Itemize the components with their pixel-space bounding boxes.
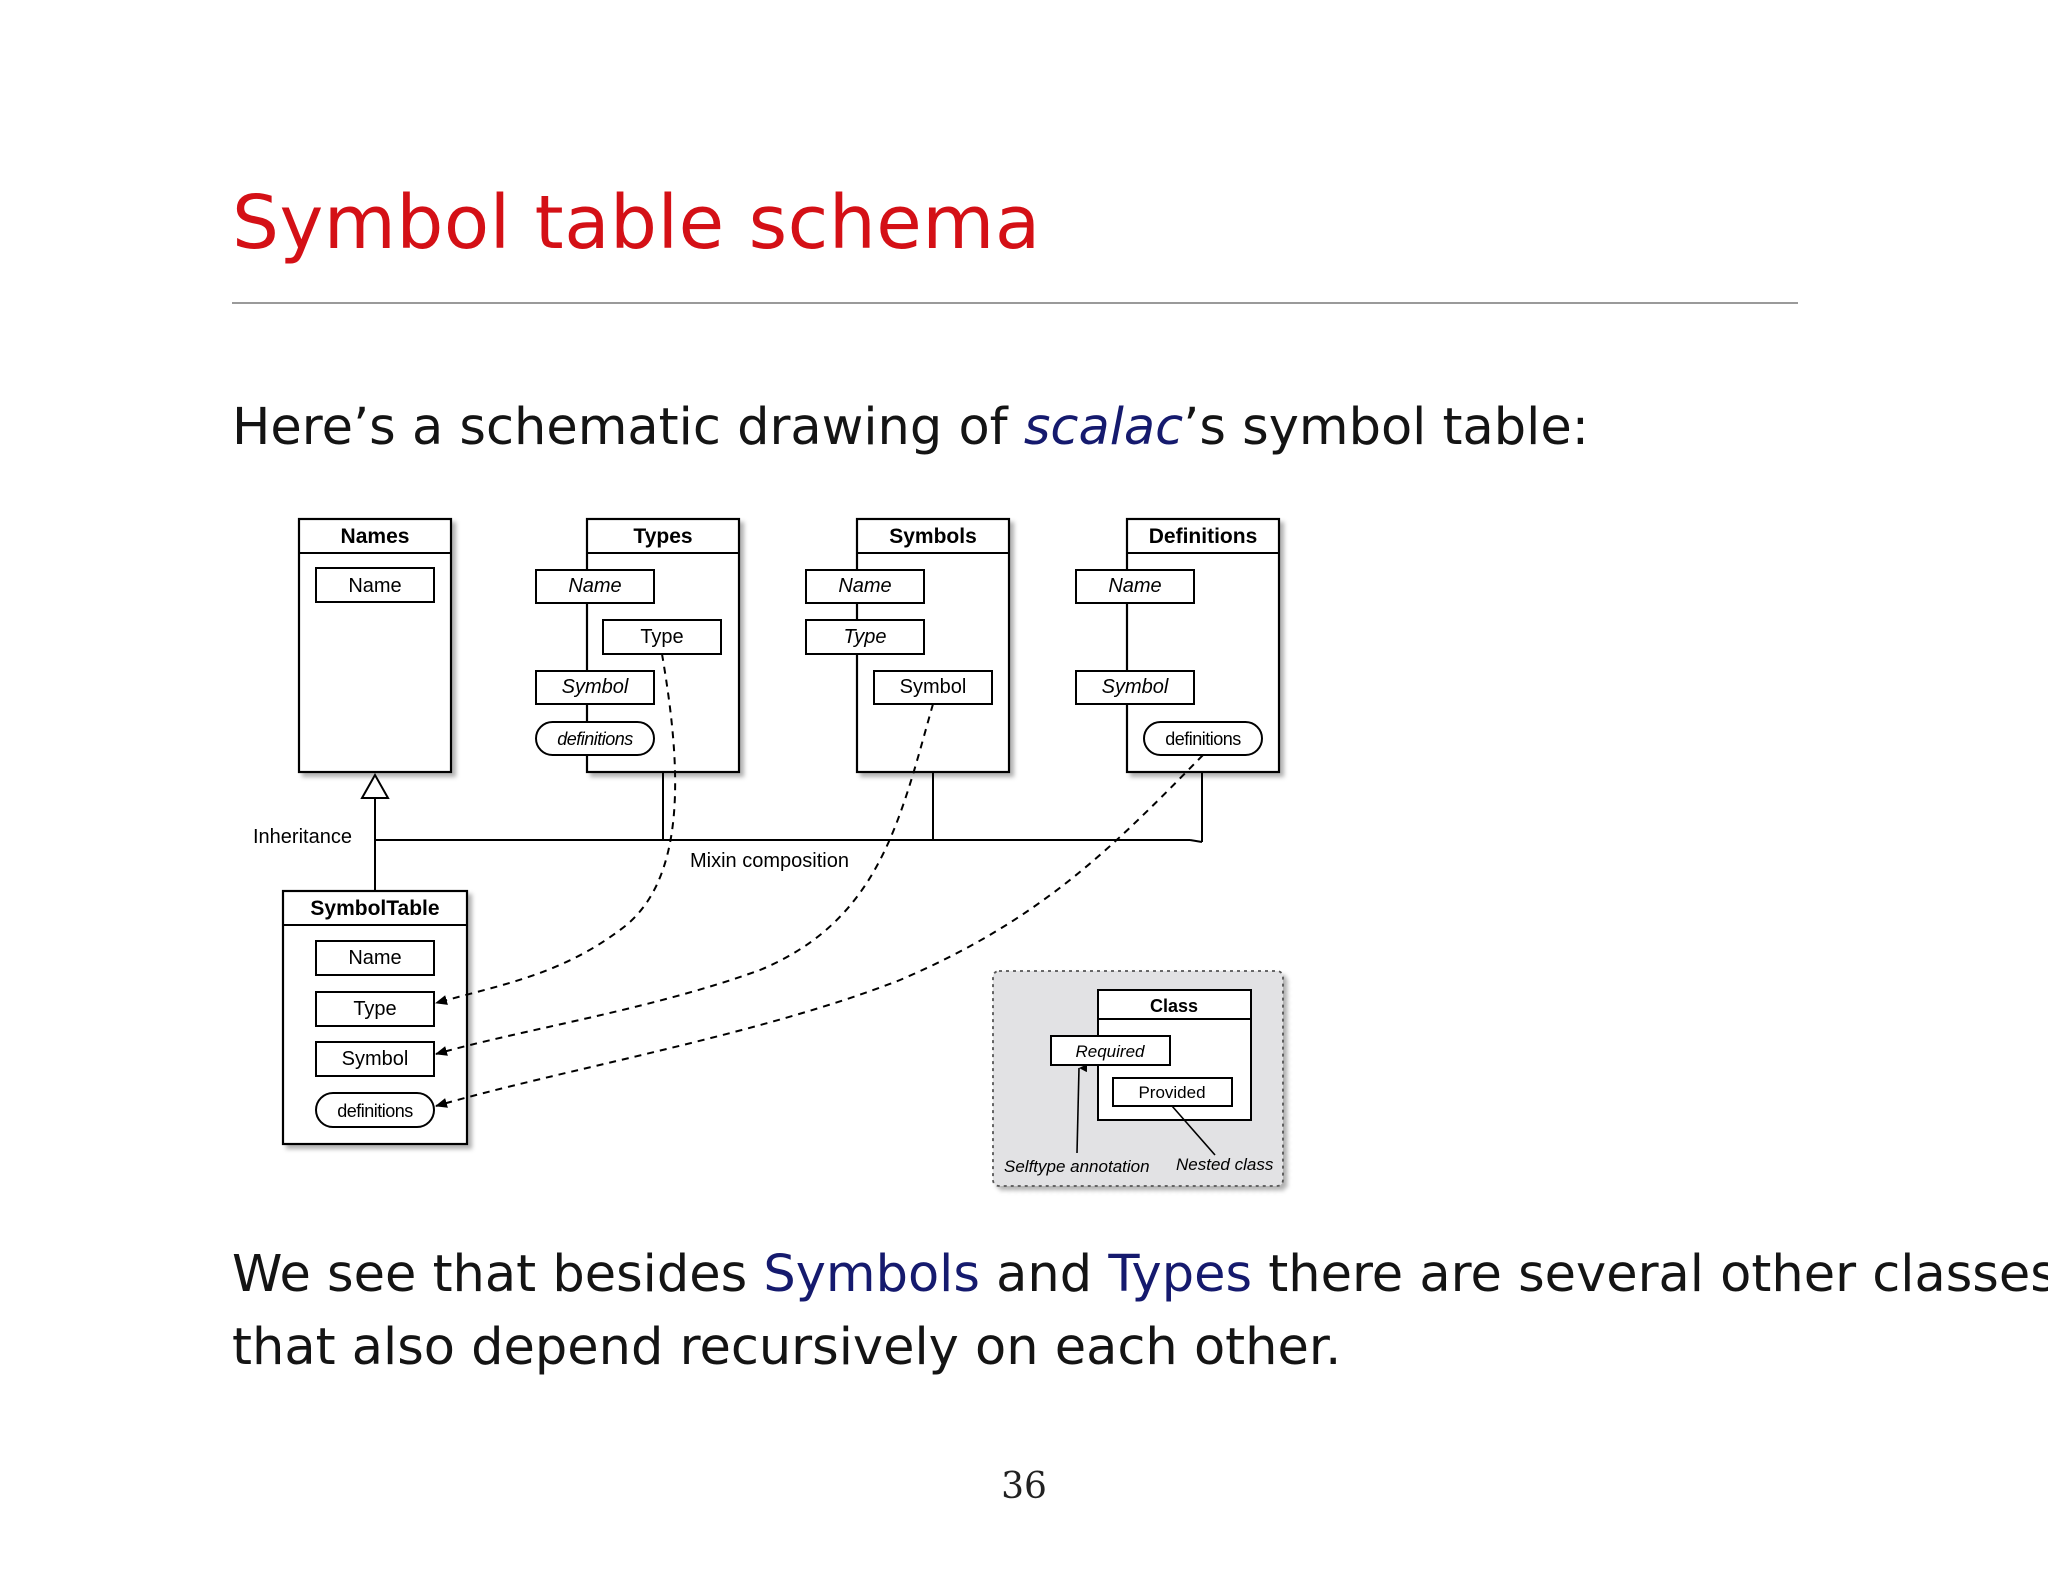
symboltable-member-definitions: definitions xyxy=(315,1092,435,1128)
symboltable-member-type: Type xyxy=(315,991,435,1027)
types-box: Types Name Type Symbol definitions xyxy=(535,517,741,774)
names-title: Names xyxy=(341,525,410,548)
svg-text:Type: Type xyxy=(353,998,396,1020)
outro-types-highlight: Types xyxy=(1108,1245,1253,1304)
outro-before: We see that besides xyxy=(232,1245,764,1304)
svg-text:Name: Name xyxy=(1108,575,1161,597)
symboltable-box: SymbolTable Name Type Symbol definitions xyxy=(281,889,469,1146)
svg-text:Type: Type xyxy=(640,626,683,648)
types-title: Types xyxy=(633,525,692,548)
svg-text:definitions: definitions xyxy=(1165,729,1241,749)
outro-symbols-highlight: Symbols xyxy=(763,1245,980,1304)
title-rule xyxy=(232,302,1798,304)
symbol-dependency-arrow xyxy=(435,703,934,1056)
svg-text:Symbol: Symbol xyxy=(1102,676,1169,698)
legend-selftype-label: Selftype annotation xyxy=(1004,1157,1150,1176)
definitions-member-name: Name xyxy=(1075,569,1195,604)
types-member-type: Type xyxy=(602,619,722,655)
inheritance-label: Inheritance xyxy=(253,826,352,848)
svg-text:Symbol: Symbol xyxy=(562,676,629,698)
outro-after: there are several other classes xyxy=(1252,1245,2048,1304)
svg-text:definitions: definitions xyxy=(337,1101,413,1121)
page-number: 36 xyxy=(1001,1466,1047,1507)
svg-text:Symbol: Symbol xyxy=(342,1048,409,1070)
intro-emphasis-scalac: scalac xyxy=(1023,398,1184,457)
symbols-box: Symbols Name Type Symbol xyxy=(805,517,1011,774)
slide-title: Symbol table schema xyxy=(232,180,1041,266)
mixin-composition-label: Mixin composition xyxy=(690,850,849,872)
symboltable-member-name: Name xyxy=(315,940,435,976)
definitions-box: Definitions Name Symbol definitions xyxy=(1075,517,1281,774)
mixin-connector xyxy=(375,772,1203,843)
outro-line-1: We see that besides Symbols and Types th… xyxy=(232,1245,2048,1304)
definitions-member-definitions: definitions xyxy=(1143,721,1263,756)
svg-text:Required: Required xyxy=(1076,1042,1146,1061)
legend-panel: Class Required Provided Selftype annotat… xyxy=(992,970,1284,1187)
symbols-member-symbol: Symbol xyxy=(873,670,993,705)
legend-nested-pointer xyxy=(1171,1105,1216,1156)
names-member-name: Name xyxy=(315,567,435,603)
types-member-symbol: Symbol xyxy=(535,670,655,705)
definitions-dependency-arrow xyxy=(435,754,1204,1108)
symbols-member-type: Type xyxy=(805,619,925,655)
legend-nested-label: Nested class xyxy=(1176,1155,1274,1174)
legend-selftype-pointer xyxy=(1076,1064,1088,1154)
definitions-member-symbol: Symbol xyxy=(1075,670,1195,705)
inheritance-connector xyxy=(360,772,390,891)
outro-middle: and xyxy=(979,1245,1109,1304)
type-dependency-arrow xyxy=(435,653,677,1005)
outro-line-2: that also depend recursively on each oth… xyxy=(232,1318,1342,1377)
names-box: Names Name xyxy=(297,517,453,774)
svg-text:Type: Type xyxy=(844,626,887,648)
symbols-member-name: Name xyxy=(805,569,925,604)
svg-text:Name: Name xyxy=(568,575,621,597)
legend-required-member: Required xyxy=(1050,1035,1171,1066)
legend-class-title: Class xyxy=(1150,996,1198,1016)
intro-text: Here’s a schematic drawing of scalac’s s… xyxy=(232,398,1589,457)
legend-provided-member: Provided xyxy=(1112,1077,1233,1107)
svg-text:Provided: Provided xyxy=(1138,1083,1205,1102)
symbols-title: Symbols xyxy=(889,525,977,548)
svg-text:Name: Name xyxy=(838,575,891,597)
svg-text:Name: Name xyxy=(348,575,401,597)
intro-before: Here’s a schematic drawing of xyxy=(232,398,1024,457)
symboltable-title: SymbolTable xyxy=(310,897,439,920)
types-member-name: Name xyxy=(535,569,655,604)
svg-text:definitions: definitions xyxy=(557,729,633,749)
types-member-definitions: definitions xyxy=(535,721,655,756)
symboltable-member-symbol: Symbol xyxy=(315,1041,435,1077)
svg-text:Name: Name xyxy=(348,947,401,969)
intro-after: ’s symbol table: xyxy=(1183,398,1589,457)
definitions-title: Definitions xyxy=(1149,525,1258,548)
svg-text:Symbol: Symbol xyxy=(900,676,967,698)
